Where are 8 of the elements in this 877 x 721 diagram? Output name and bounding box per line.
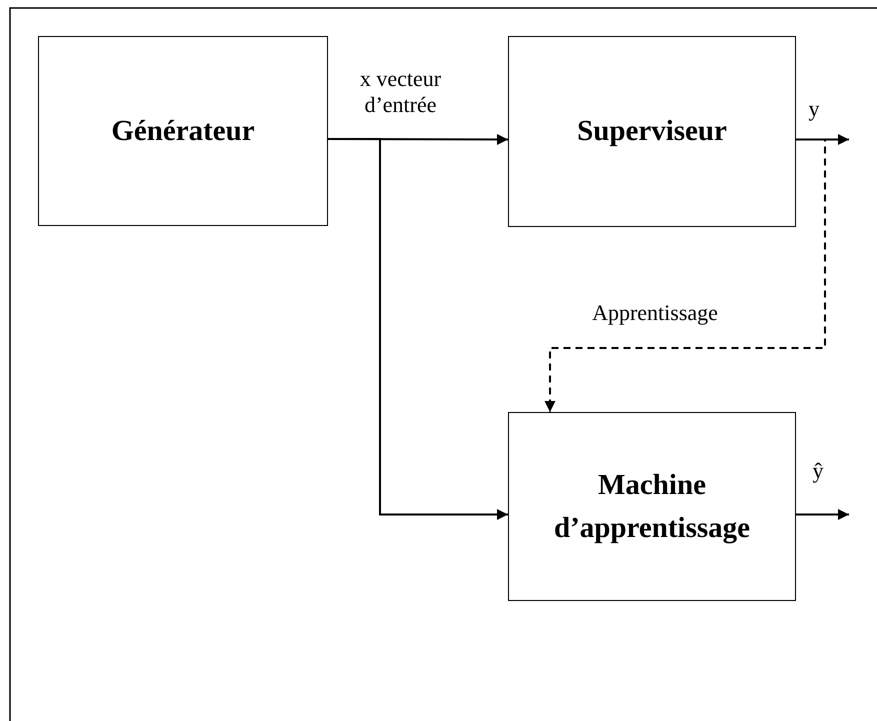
box-title: Générateur	[110, 114, 256, 149]
box-title: Machine d’apprentissage	[552, 468, 752, 546]
box-title: Superviseur	[576, 114, 728, 150]
arrow	[796, 509, 849, 520]
process-box	[38, 36, 328, 226]
process-box	[508, 412, 796, 601]
process-box	[508, 36, 796, 227]
arrow	[544, 138, 826, 412]
